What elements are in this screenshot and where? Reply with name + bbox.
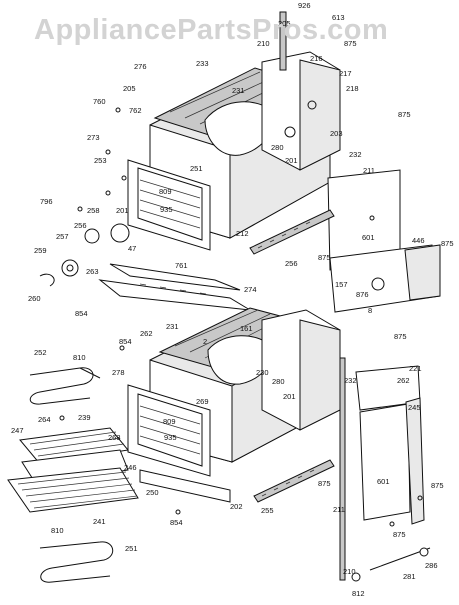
part-label-276: 276 (134, 62, 147, 71)
part-label-286: 286 (425, 561, 438, 570)
part-label-761: 761 (175, 261, 188, 270)
part-label-280: 280 (271, 143, 284, 152)
part-label-260: 260 (28, 294, 41, 303)
part-label-212: 212 (236, 229, 249, 238)
part-label-875: 875 (394, 332, 407, 341)
part-label-216: 216 (310, 54, 323, 63)
part-label-875: 875 (431, 481, 444, 490)
part-label-210: 210 (257, 39, 270, 48)
part-label-854: 854 (75, 309, 88, 318)
part-label-875: 875 (398, 110, 411, 119)
part-label-231: 231 (166, 322, 179, 331)
part-label-2: 2 (203, 337, 207, 346)
part-label-201: 201 (116, 206, 129, 215)
part-label-875: 875 (318, 479, 331, 488)
part-label-613: 613 (332, 13, 345, 22)
part-label-221: 221 (409, 364, 422, 373)
part-label-241: 241 (93, 517, 106, 526)
part-label-161: 161 (240, 324, 253, 333)
part-label-762: 762 (129, 106, 142, 115)
lower-oven-assembly (7, 307, 431, 583)
part-label-810: 810 (51, 526, 64, 535)
part-label-246: 246 (124, 463, 137, 472)
part-label-251: 251 (190, 164, 203, 173)
part-label-446: 446 (412, 236, 425, 245)
part-label-258: 258 (87, 206, 100, 215)
part-label-875: 875 (318, 253, 331, 262)
part-label-251: 251 (125, 544, 138, 553)
part-label-760: 760 (93, 97, 106, 106)
part-label-278: 278 (112, 368, 125, 377)
part-label-203: 203 (330, 129, 343, 138)
part-label-281: 281 (403, 572, 416, 581)
part-label-202: 202 (230, 502, 243, 511)
part-label-262: 262 (140, 329, 153, 338)
part-label-875: 875 (393, 530, 406, 539)
part-label-256: 256 (285, 259, 298, 268)
part-label-211: 211 (333, 505, 345, 514)
part-label-233: 233 (196, 59, 209, 68)
part-label-935: 935 (160, 205, 173, 214)
part-label-280: 280 (272, 377, 285, 386)
part-label-263: 263 (86, 267, 99, 276)
upper-oven-assembly (39, 11, 441, 313)
part-label-926: 926 (298, 1, 311, 10)
part-label-250: 250 (146, 488, 159, 497)
part-label-269: 269 (196, 397, 209, 406)
part-label-205: 205 (123, 84, 136, 93)
part-label-231: 231 (232, 86, 245, 95)
site-watermark: AppliancePartsPros.com (34, 14, 389, 46)
part-label-875: 875 (441, 239, 454, 248)
part-label-252: 252 (34, 348, 47, 357)
part-label-255: 255 (261, 506, 274, 515)
part-label-812: 812 (352, 589, 365, 598)
part-label-47: 47 (128, 244, 136, 253)
part-label-601: 601 (362, 233, 375, 242)
part-label-264: 264 (38, 415, 51, 424)
part-label-810: 810 (73, 353, 86, 362)
part-label-230: 230 (256, 368, 269, 377)
part-label-218: 218 (346, 84, 359, 93)
part-label-875: 875 (344, 39, 357, 48)
part-label-205: 205 (278, 19, 291, 28)
part-label-232: 232 (349, 150, 362, 159)
part-label-201: 201 (285, 156, 298, 165)
part-label-211: 211 (363, 166, 375, 175)
part-label-239: 239 (78, 413, 91, 422)
part-label-268: 268 (108, 433, 121, 442)
part-label-210: 210 (343, 567, 356, 576)
part-label-809: 809 (159, 187, 172, 196)
part-label-8: 8 (368, 306, 372, 315)
part-label-245: 245 (408, 403, 421, 412)
part-label-259: 259 (34, 246, 47, 255)
part-label-854: 854 (170, 518, 183, 527)
part-label-256: 256 (74, 221, 87, 230)
part-label-274: 274 (244, 285, 257, 294)
part-label-601: 601 (377, 477, 390, 486)
part-label-217: 217 (339, 69, 352, 78)
part-label-253: 253 (94, 156, 107, 165)
part-label-809: 809 (163, 417, 176, 426)
part-label-262: 262 (397, 376, 410, 385)
part-label-257: 257 (56, 232, 69, 241)
part-label-273: 273 (87, 133, 100, 142)
part-label-935: 935 (164, 433, 177, 442)
part-label-796: 796 (40, 197, 53, 206)
part-label-201: 201 (283, 392, 296, 401)
part-label-157: 157 (335, 280, 348, 289)
part-label-232: 232 (344, 376, 357, 385)
part-label-854: 854 (119, 337, 132, 346)
part-number-labels: 926 205 613 210 875 216 276 233 217 205 218 760 231 7… (11, 1, 454, 598)
part-label-876: 876 (356, 290, 369, 299)
part-label-247: 247 (11, 426, 24, 435)
